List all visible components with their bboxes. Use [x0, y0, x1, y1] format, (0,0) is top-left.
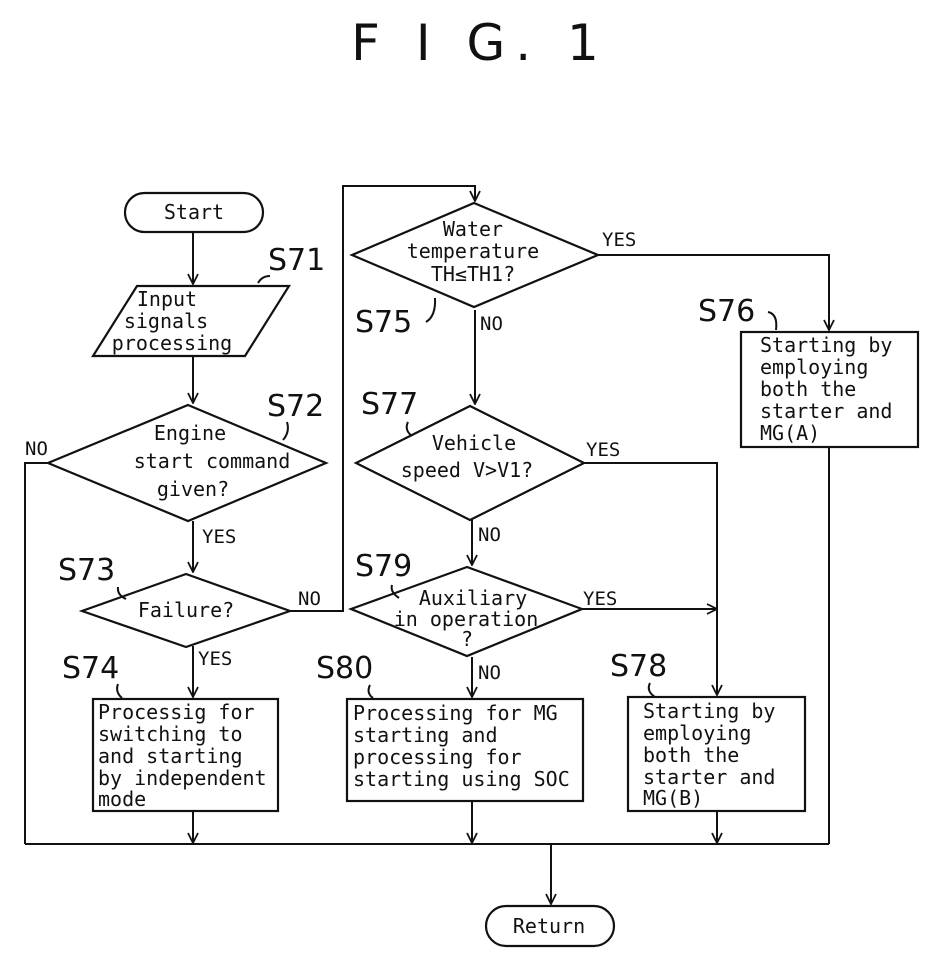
process-s80-line-1: Processing for MG: [353, 701, 558, 725]
decision-s79: Auxiliary in operation ? S79 YES NO: [351, 549, 617, 684]
return-terminal-text: Return: [513, 914, 585, 938]
process-s74: Processig for switching to and starting …: [62, 651, 278, 811]
process-s76-line-5: MG(A): [760, 421, 820, 445]
process-s80-leader: [369, 685, 373, 698]
process-s80-label: S80: [316, 651, 373, 686]
decision-s75-label: S75: [355, 305, 412, 340]
decision-s75-line-1: Water: [443, 217, 503, 241]
decision-s72-yes-label: YES: [202, 526, 236, 548]
decision-s72-leader: [283, 422, 288, 440]
process-s80-line-2: starting and: [353, 723, 498, 747]
step-s71-line-2: signals: [124, 309, 208, 333]
process-s78-line-5: MG(B): [643, 786, 703, 810]
decision-s72-line-1: Engine: [154, 421, 226, 445]
start-terminal-text: Start: [164, 200, 224, 224]
decision-s79-no-label: NO: [478, 662, 501, 684]
decision-s72-line-3: given?: [157, 477, 229, 501]
start-terminal: Start: [125, 193, 263, 232]
process-s78-line-1: Starting by: [643, 699, 775, 723]
decision-s72-line-2: start command: [134, 449, 291, 473]
process-s76-label: S76: [698, 294, 755, 329]
process-s80-line-3: processing for: [353, 745, 522, 769]
decision-s72: Engine start command given? S72 NO YES: [25, 389, 326, 548]
process-s76-line-1: Starting by: [760, 333, 892, 357]
process-s78-line-3: both the: [643, 743, 739, 767]
process-s76: Starting by employing both the starter a…: [698, 294, 918, 447]
decision-s77-yes-label: YES: [586, 439, 620, 461]
step-s71: Input signals processing S71: [93, 243, 325, 356]
process-s74-line-1: Processig for: [98, 700, 255, 724]
decision-s77-line-1: Vehicle: [432, 431, 516, 455]
decision-s79-line-3: ?: [461, 627, 473, 651]
decision-s79-yes-label: YES: [583, 588, 617, 610]
decision-s75-leader: [426, 298, 435, 322]
decision-s79-label: S79: [355, 549, 412, 584]
process-s80-line-4: starting using SOC: [353, 767, 570, 791]
process-s76-leader: [768, 312, 776, 330]
step-s71-leader: [258, 276, 270, 283]
process-s74-label: S74: [62, 651, 119, 686]
process-s74-line-3: and starting: [98, 744, 243, 768]
decision-s75-line-2: temperature: [407, 239, 539, 263]
decision-s77: Vehicle speed V>V1? S77 YES NO: [356, 387, 620, 546]
process-s78-leader: [649, 683, 655, 697]
decision-s73-no-label: NO: [298, 588, 321, 610]
figure-title: F I G. 1: [351, 14, 609, 72]
process-s78: Starting by employing both the starter a…: [610, 649, 805, 811]
process-s74-leader: [117, 684, 122, 698]
decision-s75-no-label: NO: [480, 313, 503, 335]
process-s76-line-3: both the: [760, 377, 856, 401]
process-s74-line-5: mode: [98, 787, 146, 811]
decision-s77-no-label: NO: [478, 524, 501, 546]
step-s71-label: S71: [268, 243, 325, 278]
decision-s72-no-label: NO: [25, 438, 48, 460]
process-s74-line-2: switching to: [98, 722, 243, 746]
decision-s75: Water temperature TH≤TH1? S75 YES NO: [352, 203, 636, 340]
decision-s75-yes-label: YES: [602, 229, 636, 251]
decision-s77-leader: [407, 422, 412, 436]
process-s78-label: S78: [610, 649, 667, 684]
decision-s72-label: S72: [267, 389, 324, 424]
process-s80: Processing for MG starting and processin…: [316, 651, 583, 801]
process-s78-line-2: employing: [643, 721, 751, 745]
process-s76-line-4: starter and: [760, 399, 892, 423]
decision-s77-line-2: speed V>V1?: [401, 458, 533, 482]
step-s71-line-3: processing: [112, 331, 232, 355]
process-s76-line-2: employing: [760, 355, 868, 379]
step-s71-line-1: Input: [137, 287, 197, 311]
decision-s73-yes-label: YES: [198, 648, 232, 670]
connector-s72-no: [25, 463, 48, 844]
decision-s73-label: S73: [58, 553, 115, 588]
return-terminal: Return: [486, 906, 614, 946]
decision-s75-line-3: TH≤TH1?: [431, 262, 515, 286]
decision-s77-label: S77: [361, 387, 418, 422]
decision-s73-line-1: Failure?: [138, 598, 234, 622]
